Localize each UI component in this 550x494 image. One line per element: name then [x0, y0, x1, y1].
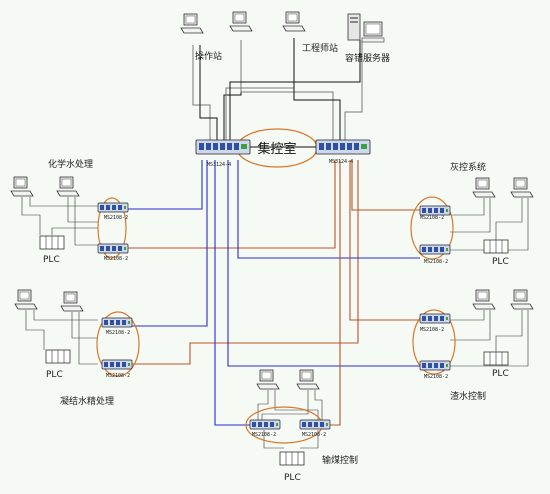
chem-pc-1-icon[interactable]: [10, 176, 34, 197]
top-links: [192, 38, 363, 140]
coal-pc-1-icon[interactable]: [256, 369, 280, 390]
slag-plc-icon[interactable]: [483, 351, 509, 366]
slag-water-group: MS2108-2 MS2108-2 PLC 渣水控制: [412, 289, 534, 402]
cond-top-label: MS2108-2: [106, 330, 130, 336]
fault-server-label: 容错服务器: [345, 52, 390, 64]
slag-plc-label: PLC: [492, 369, 509, 379]
cond-plc-label: PLC: [46, 370, 63, 380]
cond-plc-icon[interactable]: [45, 349, 71, 364]
chem-top-label: MS2108-2: [104, 215, 128, 221]
slag-water-label: 渣水控制: [450, 390, 486, 402]
slag-bot-label: MS2108-2: [424, 374, 448, 380]
slag-switch-top[interactable]: [419, 313, 451, 324]
chem-switch-bottom[interactable]: [97, 243, 129, 254]
coal-transport-group: MS2108-2 MS2108-2 输煤控制 PLC: [245, 369, 358, 483]
ash-control-group: 灰控系统 MS2108-2 MS2108-2 PLC: [410, 161, 534, 267]
operator-pc-icon[interactable]: [180, 13, 204, 34]
cond-pc-2-icon[interactable]: [60, 291, 84, 312]
coal-switch-left[interactable]: [249, 419, 281, 430]
engineer-station-label: 工程师站: [302, 42, 338, 54]
chem-bot-label: MS2108-2: [104, 256, 128, 262]
condensate-label: 凝结水精处理: [60, 395, 114, 407]
slag-pc-2-icon[interactable]: [510, 289, 534, 310]
top-stations: 操作站 工程师站 容错服务器: [180, 11, 390, 64]
slag-switch-bottom[interactable]: [419, 360, 451, 371]
coal-plc-icon[interactable]: [279, 451, 305, 466]
ash-plc-icon[interactable]: [483, 239, 509, 254]
chem-switch-top[interactable]: [97, 202, 129, 213]
chem-plc-label: PLC: [43, 255, 60, 265]
coal-switch-right[interactable]: [299, 419, 331, 430]
coal-pc-2-icon[interactable]: [296, 369, 320, 390]
coal-transport-label: 输煤控制: [322, 454, 358, 466]
coal-right-label: MS2108-2: [302, 432, 326, 438]
chem-water-group: 化学水处理 MS2108-2 MS2108-2 PLC: [10, 158, 129, 265]
core-right-label: MS3124-4: [329, 159, 353, 165]
cond-switch-bottom[interactable]: [101, 359, 133, 370]
ash-switch-top[interactable]: [419, 205, 451, 216]
condensate-group: MS2108-2 MS2108-2 PLC 凝结水精处理: [14, 289, 140, 407]
slag-pc-1-icon[interactable]: [472, 289, 496, 310]
cond-bot-label: MS2108-2: [106, 373, 130, 379]
chem-water-label: 化学水处理: [48, 158, 93, 170]
ash-switch-bottom[interactable]: [419, 244, 451, 255]
core-left-label: MS3124-4: [207, 162, 231, 168]
ash-plc-label: PLC: [492, 257, 509, 267]
ash-pc-2-icon[interactable]: [510, 177, 534, 198]
operator-pc-2-icon[interactable]: [229, 11, 253, 32]
core-area: 集控室 MS3124-4 MS3124-4: [195, 128, 371, 168]
cond-pc-1-icon[interactable]: [14, 289, 38, 310]
operator-station-label: 操作站: [195, 50, 222, 62]
backbone-links: [128, 160, 420, 426]
ash-top-label: MS2108-2: [420, 215, 444, 221]
core-switch-left[interactable]: [195, 139, 251, 155]
ash-pc-1-icon[interactable]: [472, 177, 496, 198]
control-room-label: 集控室: [257, 141, 296, 157]
ash-control-label: 灰控系统: [450, 161, 486, 173]
cond-switch-top[interactable]: [101, 317, 133, 328]
server-icon[interactable]: [347, 13, 385, 43]
coal-plc-label: PLC: [284, 473, 301, 483]
slag-top-label: MS2108-2: [420, 327, 444, 333]
engineer-pc-icon[interactable]: [282, 11, 306, 32]
ash-bot-label: MS2108-2: [424, 259, 448, 265]
coal-left-label: MS2108-2: [252, 432, 276, 438]
chem-plc-icon[interactable]: [39, 235, 65, 250]
core-switch-right[interactable]: [315, 139, 371, 155]
chem-pc-2-icon[interactable]: [56, 176, 80, 197]
